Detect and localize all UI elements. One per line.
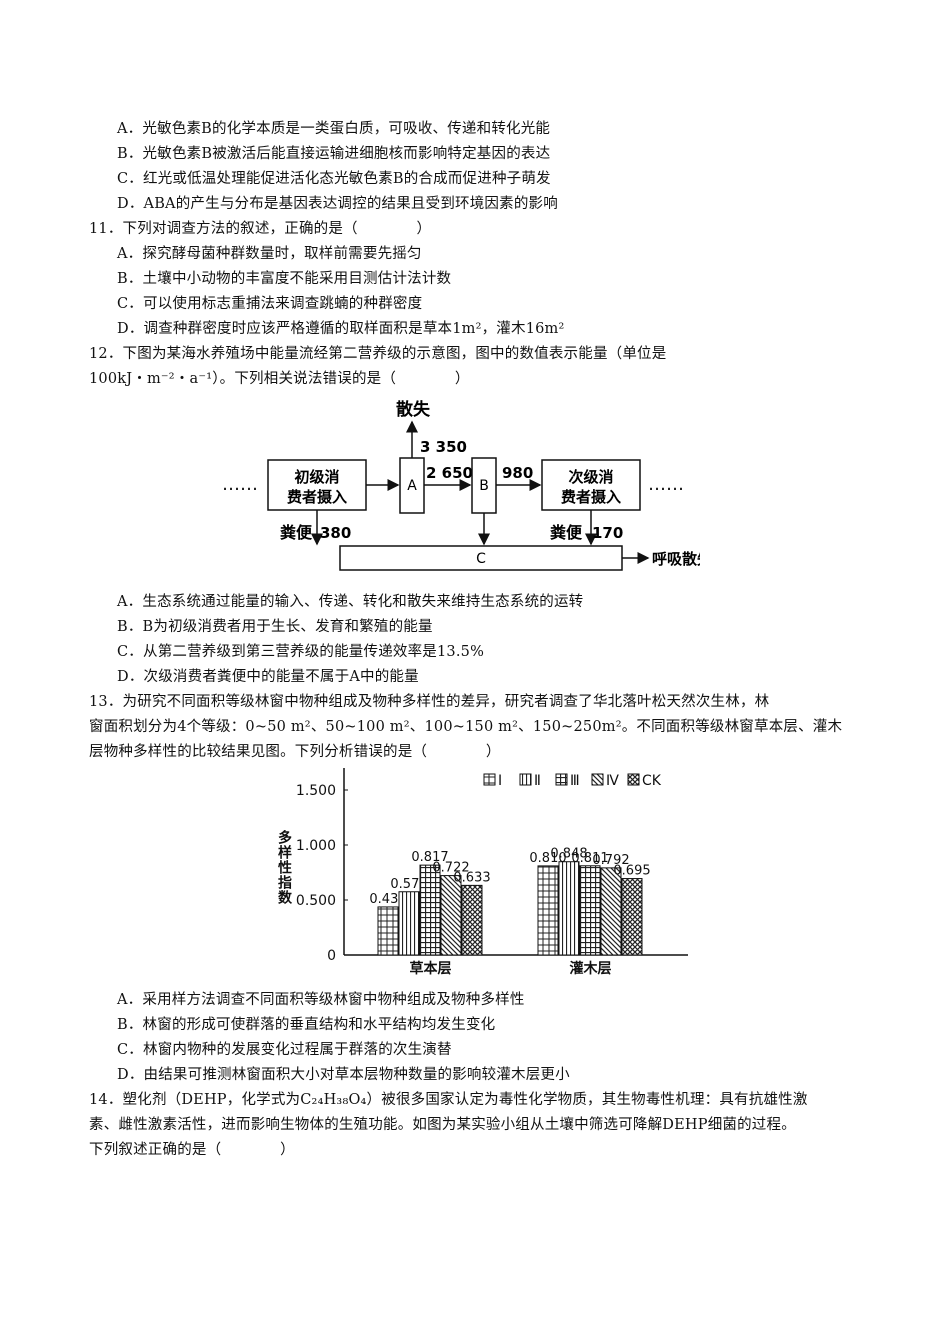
box-primary-consumer [267, 459, 367, 511]
bar [440, 875, 462, 956]
q14-stem-line2: 素、雌性激素活性，进而影响生物体的生殖功能。如图为某实验小组从土壤中筛选可降解D… [89, 1117, 796, 1133]
bar [558, 861, 580, 956]
y-tick-label: 1.500 [296, 783, 336, 799]
box-b-label: B [479, 478, 489, 494]
q13-stem-line3: 层物种多样性的比较结果见图。下列分析错误的是（ ） [89, 744, 501, 760]
feces-left-label: 粪便 [280, 523, 313, 542]
q12-option-a: A．生态系统通过能量的输入、传递、转化和散失来维持生态系统的运转 [117, 594, 584, 610]
box-primary-line2: 费者摄入 [287, 488, 347, 506]
legend-label: Ⅱ [534, 773, 541, 789]
q13-option-d: D．由结果可推测林窗面积大小对草本层物种数量的影响较灌木层更小 [117, 1067, 570, 1083]
q11-stem: 11．下列对调查方法的叙述，正确的是（ ） [89, 221, 432, 237]
b-to-secondary-value: 980 [502, 464, 533, 482]
data-label: 0.848 [550, 847, 587, 862]
q11-option-b: B．土壤中小动物的丰富度不能采用目测估计法计数 [117, 271, 452, 287]
data-label: 0.633 [453, 870, 490, 885]
q13-stem-line2: 窗面积划分为4个等级：0~50 m²、50~100 m²、100~150 m²、… [89, 719, 843, 735]
legend-swatch [591, 773, 604, 786]
q12-option-d: D．次级消费者粪便中的能量不属于A中的能量 [117, 669, 419, 685]
q12-stem-line1: 12．下图为某海水养殖场中能量流经第二营养级的示意图，图中的数值表示能量（单位是 [89, 346, 667, 362]
data-label: 0.817 [411, 850, 448, 865]
category-label: 灌木层 [570, 960, 612, 977]
bar [398, 891, 420, 956]
data-label: 0.792 [592, 853, 629, 868]
bar [419, 864, 441, 956]
q10-option-c: C．红光或低温处理能促进活化态光敏色素B的合成而促进种子萌发 [117, 171, 551, 187]
q13-stem-line1: 13．为研究不同面积等级林窗中物种组成及物种多样性的差异，研究者调查了华北落叶松… [89, 694, 770, 710]
category-label: 草本层 [410, 960, 452, 977]
box-b [471, 457, 497, 514]
legend-label: CK [642, 773, 662, 789]
data-label: 0.810 [529, 851, 566, 866]
box-a-label: A [407, 478, 417, 494]
legend-swatch [483, 773, 496, 786]
q14-stem-line3: 下列叙述正确的是（ ） [89, 1142, 295, 1158]
q10-option-a: A．光敏色素B的化学本质是一类蛋白质，可吸收、传递和转化光能 [117, 121, 551, 137]
q14-stem-line1: 14．塑化剂（DEHP，化学式为C₂₄H₃₈O₄）被很多国家认定为毒性化学物质，… [89, 1092, 808, 1108]
feces-right-value: 170 [592, 524, 623, 542]
feces-left-value: 380 [320, 524, 351, 542]
dissipate-value: 3 350 [420, 438, 467, 456]
data-label: 0.811 [571, 851, 608, 866]
box-c [339, 545, 623, 571]
legend-label: Ⅳ [606, 773, 619, 789]
legend-swatch [519, 773, 532, 786]
ellipsis-right: …… [648, 474, 684, 495]
energy-flow-diagram: …… …… 初级消 费者摄入 A 散失 3 350 2 650 B 980 次级… [222, 399, 700, 571]
y-tick-label: 0 [327, 948, 336, 964]
box-secondary-line1: 次级消 [568, 468, 613, 486]
legend-swatch [627, 773, 640, 786]
box-primary-line1: 初级消 [294, 468, 339, 486]
box-secondary-line2: 费者摄入 [561, 488, 621, 506]
feces-right-label: 粪便 [550, 523, 583, 542]
q12-option-c: C．从第二营养级到第三营养级的能量传递效率是13.5% [117, 644, 485, 660]
q12-option-b: B．B为初级消费者用于生长、发育和繁殖的能量 [117, 619, 433, 635]
a-to-b-value: 2 650 [426, 464, 473, 482]
legend-swatch [555, 773, 568, 786]
q11-option-a: A．探究酵母菌种群数量时，取样前需要先摇匀 [117, 246, 422, 262]
q12-stem-line2: 100kJ・m⁻²・a⁻¹）。下列相关说法错误的是（ ） [89, 371, 470, 387]
box-c-label: C [476, 551, 486, 567]
data-label: 0.695 [613, 864, 650, 879]
bar [600, 867, 622, 956]
q13-option-b: B．林窗的形成可使群落的垂直结构和水平结构均发生变化 [117, 1017, 496, 1033]
bar [621, 878, 643, 956]
ellipsis-left: …… [222, 474, 258, 495]
respiration-label: 呼吸散失 [652, 550, 700, 568]
bar [377, 906, 399, 956]
q13-option-a: A．采用样方法调查不同面积等级林窗中物种组成及物种多样性 [117, 992, 525, 1008]
legend-label: Ⅰ [498, 773, 502, 789]
box-secondary-consumer [541, 459, 641, 511]
data-label: 0.575 [390, 877, 427, 892]
bar [461, 884, 483, 956]
y-tick-label: 0.500 [296, 893, 336, 909]
q10-option-d: D．ABA的产生与分布是基因表达调控的结果且受到环境因素的影响 [117, 196, 558, 212]
y-tick-label: 1.000 [296, 838, 336, 854]
legend-label: Ⅲ [570, 773, 580, 789]
q11-option-d: D．调查种群密度时应该严格遵循的取样面积是草本1m²，灌木16m² [117, 321, 565, 337]
dissipate-label: 散失 [396, 399, 431, 420]
box-a [399, 457, 425, 514]
data-label: 0.437 [369, 892, 406, 907]
q13-option-c: C．林窗内物种的发展变化过程属于群落的次生演替 [117, 1042, 452, 1058]
data-label: 0.722 [432, 861, 469, 876]
y-axis-label: 多样性指数 [276, 829, 292, 905]
bar [537, 865, 559, 956]
bar [579, 865, 601, 956]
q10-option-b: B．光敏色素B被激活后能直接运输进细胞核而影响特定基因的表达 [117, 146, 551, 162]
q11-option-c: C．可以使用标志重捕法来调查跳蝻的种群密度 [117, 296, 423, 312]
